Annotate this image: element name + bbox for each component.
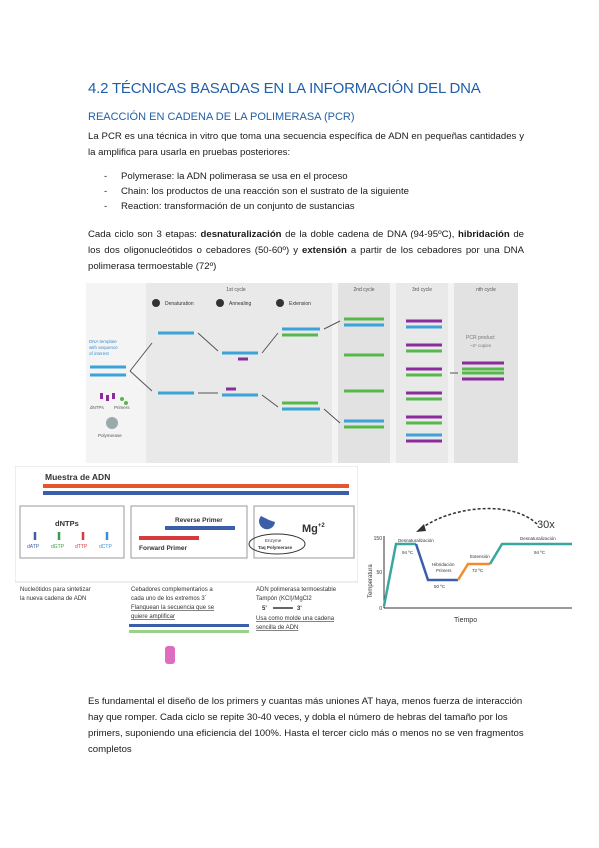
dctp-label: dCTP <box>99 544 112 550</box>
tick-150: 150 <box>374 536 383 542</box>
pcr-product-label: PCR product <box>466 335 495 341</box>
cycle3-label: 3rd cycle <box>412 287 432 293</box>
closing-paragraph: Es fundamental el diseño de los primers … <box>88 696 524 755</box>
cebad-2: cada uno de los extremos 3´ <box>131 596 207 602</box>
three-prime: 3' <box>297 606 302 612</box>
temperature-profile-figure: 30x 150 50 0 Temperatura Tiempo Desnatur… <box>362 498 584 630</box>
hibrid-label-1: Hibridación <box>432 562 455 567</box>
step-denaturation: Denaturation <box>165 301 194 307</box>
ext-temp: 72 ºC <box>472 568 484 573</box>
section-heading: 4.2 TÉCNICAS BASADAS EN LA INFORMACIÓN D… <box>88 80 481 97</box>
tick-0: 0 <box>379 606 382 612</box>
molde-1: Usa como molde una cadena <box>256 616 335 622</box>
desnat-label: Desnaturalización <box>398 538 434 543</box>
polim-1: ADN polimerasa termoestable <box>256 587 337 593</box>
desnat2-temp: 94 ºC <box>534 550 546 555</box>
five-prime: 5' <box>262 606 267 612</box>
tick-50: 50 <box>376 570 382 576</box>
dntps-title: dNTPs <box>55 519 79 528</box>
cebad-3: Flanquean la secuencia que se <box>131 605 215 611</box>
dntps-label: dNTPs <box>90 405 105 410</box>
ext-label: Extensión <box>470 554 490 559</box>
hibrid-temp: 50 ºC <box>434 584 446 589</box>
taq-label: Taq Polymerase <box>258 545 293 550</box>
step-extension: Extension <box>289 301 311 307</box>
desnat2-label: Desnaturalización <box>520 536 556 541</box>
nucleo-1: Nucleótidos para sintetizar <box>20 587 91 593</box>
hibrid-label-2: Primers <box>436 568 452 573</box>
polim-2: Tampón (KCl)/MgCl2 <box>256 596 312 602</box>
cycles-label: 30x <box>537 519 555 531</box>
list-item: -Polymerase: la ADN polimerasa se usa en… <box>104 171 348 182</box>
cebad-1: Cebadores complementarios a <box>131 587 213 593</box>
polymerase-label: Polymerase <box>98 433 122 438</box>
dgtp-label: dGTP <box>51 544 65 550</box>
copies-label: ~2ⁿ copies <box>470 343 492 348</box>
dttp-label: dTTP <box>75 544 88 550</box>
stages-paragraph: Cada ciclo son 3 etapas: desnaturalizaci… <box>88 229 524 272</box>
enzyme-label: Enzyme <box>265 538 282 543</box>
reverse-primer-label: Reverse Primer <box>175 517 223 524</box>
mg-label: Mg+2 <box>302 523 325 535</box>
list-item: -Reaction: transformación de un conjunto… <box>104 201 355 212</box>
step-annealing: Annealing <box>229 301 251 307</box>
subsection-heading: REACCIÓN EN CADENA DE LA POLIMERASA (PCR… <box>88 111 355 123</box>
bullet-list: -Polymerase: la ADN polimerasa se usa en… <box>104 169 409 214</box>
primers-label: Primers <box>114 405 130 410</box>
template-label-2: with sequence <box>89 345 118 350</box>
template-label-1: DNA template <box>89 339 117 344</box>
nucleo-2: la nueva cadena de ADN <box>20 596 86 602</box>
cyclen-label: nth cycle <box>476 287 496 293</box>
desnat-temp: 94 ºC <box>402 550 414 555</box>
cycle2-label: 2nd cycle <box>353 287 374 293</box>
pcr-cycle-figure: 1st cycle 2nd cycle 3rd cycle nth cycle … <box>86 283 518 463</box>
y-axis-label: Temperatura <box>368 564 374 598</box>
forward-primer-label: Forward Primer <box>139 545 188 552</box>
cycle1-label: 1st cycle <box>226 287 246 293</box>
x-axis-label: Tiempo <box>454 617 477 624</box>
cebad-4: quiere amplificar <box>131 614 175 620</box>
pcr-reagents-figure: Muestra de ADN dNTPs dATP dGTP dTTP dCTP… <box>14 465 359 668</box>
list-item: -Chain: los productos de una reacción so… <box>104 186 409 197</box>
intro-paragraph: La PCR es una técnica in vitro que toma … <box>88 131 524 158</box>
datp-label: dATP <box>27 544 40 550</box>
molde-2: sencilla de ADN <box>256 625 298 631</box>
template-label-3: of interest <box>89 351 110 356</box>
sample-title: Muestra de ADN <box>45 472 110 482</box>
